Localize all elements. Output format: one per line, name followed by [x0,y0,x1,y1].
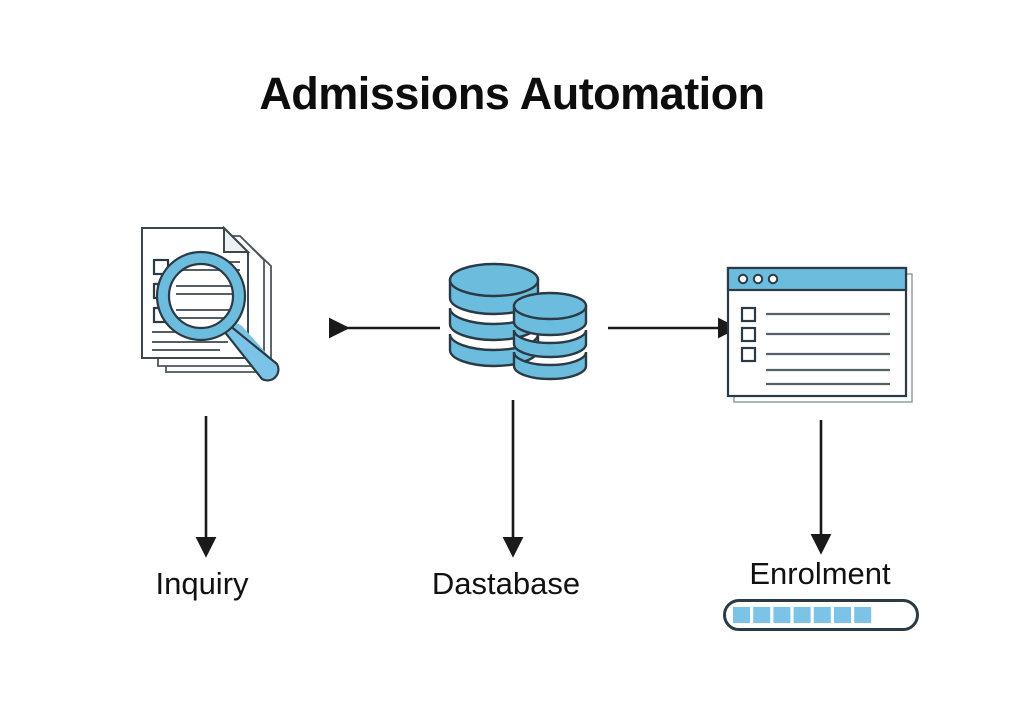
progress-segment [773,607,791,623]
progress-segment [753,607,771,623]
progress-segment [854,607,872,623]
browser-title-bar [726,266,908,292]
progress-segment [793,607,811,623]
page-title: Admissions Automation [259,68,765,119]
document-fold-corner [223,225,251,253]
browser-dot-1 [737,273,749,285]
progress-segment [733,607,750,623]
progress-segment [813,607,831,623]
browser-checkbox-3 [740,346,757,363]
browser-dot-2 [752,273,764,285]
node-label-inquiry: Inquiry [155,566,249,601]
browser-dot-3 [767,273,779,285]
magnifier-ring-outer [155,250,247,342]
magnifier-handle [222,323,280,382]
progress-segment [834,607,851,623]
browser-checkbox-2 [740,326,757,343]
browser-list-lines [766,312,890,386]
database-cylinder-small [512,291,588,381]
node-label-database: Dastabase [431,566,581,601]
enrolment-progress-bar[interactable] [722,598,920,632]
progress-bar-fill [733,607,872,623]
browser-window-icon[interactable] [726,266,916,406]
node-label-enrolment: Enrolment [749,556,891,591]
document-magnifier-icon[interactable] [128,224,308,394]
magnifier-ring-inner [167,262,235,330]
database-stack-icon[interactable] [444,258,604,386]
browser-checkbox-1 [740,306,757,323]
magnifier-lens-fill [157,252,245,340]
